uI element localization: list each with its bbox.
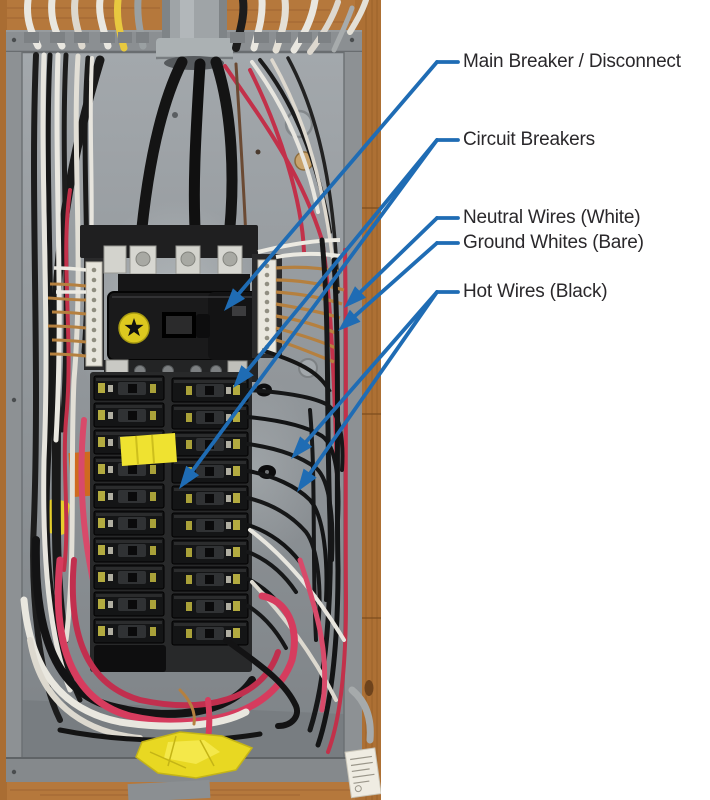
yellow-tape-on-breaker xyxy=(120,433,177,466)
conduit xyxy=(156,0,233,70)
callout-arrows xyxy=(179,60,460,492)
top-cables xyxy=(24,0,369,55)
panel-label-sticker xyxy=(344,747,381,799)
neutral-bus-left xyxy=(47,258,104,370)
callout-label-hot-wires: Hot Wires (Black) xyxy=(463,281,608,302)
exterior-gray-cable xyxy=(348,686,374,744)
callout-label-main-breaker: Main Breaker / Disconnect xyxy=(463,51,681,72)
callout-label-ground-wires: Ground Whites (Bare) xyxy=(463,232,644,253)
callout-label-neutral-wires: Neutral Wires (White) xyxy=(463,207,641,228)
cable-clamps xyxy=(24,32,331,43)
yellow-tape-blob xyxy=(135,731,254,779)
callout-label-circuit-breakers: Circuit Breakers xyxy=(463,129,595,150)
